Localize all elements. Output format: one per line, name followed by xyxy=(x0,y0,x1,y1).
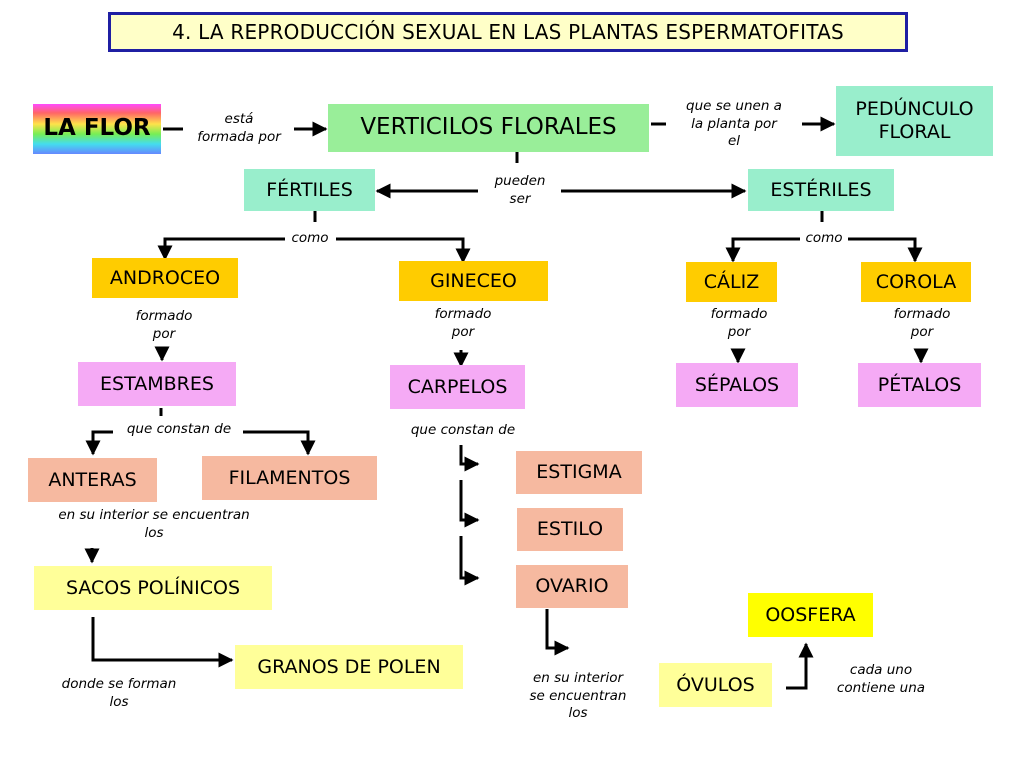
arrow-to-estilo xyxy=(459,480,480,528)
label-formado-por-androceo: formado por xyxy=(135,308,193,342)
node-esteriles: ESTÉRILES xyxy=(748,169,894,211)
arrow-to-filamentos xyxy=(243,430,316,456)
label-cada-uno: cada uno contiene una xyxy=(836,662,926,696)
node-gineceo: GINECEO xyxy=(399,261,548,301)
arrow-from-ovario xyxy=(545,609,570,656)
arrow-to-granos xyxy=(91,617,234,668)
node-oosfera: OOSFERA xyxy=(748,593,873,637)
node-sacos: SACOS POLÍNICOS xyxy=(34,566,272,610)
arrow-to-oosfera xyxy=(786,642,814,690)
node-sepalos: SÉPALOS xyxy=(676,363,798,407)
node-caliz: CÁLIZ xyxy=(686,262,777,302)
label-que-se-unen: que se unen a la planta por el xyxy=(686,98,782,150)
arrow-to-androceo xyxy=(157,237,285,261)
arrow-to-ovario xyxy=(459,536,480,586)
node-androceo: ANDROCEO xyxy=(92,258,238,298)
node-fertiles: FÉRTILES xyxy=(244,169,375,211)
node-estigma: ESTIGMA xyxy=(516,451,642,494)
label-donde-se-forman: donde se forman los xyxy=(61,676,177,710)
page-title: 4. LA REPRODUCCIÓN SEXUAL EN LAS PLANTAS… xyxy=(108,12,908,52)
node-la-flor: LA FLOR xyxy=(33,104,161,154)
label-que-constan-carpelos: que constan de xyxy=(410,422,516,438)
label-en-su-interior-ovario: en su interior se encuentran los xyxy=(529,670,627,722)
node-ovulos: ÓVULOS xyxy=(659,663,772,707)
node-carpelos: CARPELOS xyxy=(390,365,525,409)
arrow-to-caliz xyxy=(725,237,800,263)
node-estambres: ESTAMBRES xyxy=(78,362,236,406)
label-pueden-ser: pueden ser xyxy=(494,173,546,207)
node-petalos: PÉTALOS xyxy=(858,363,981,407)
arrow-to-estigma xyxy=(459,445,480,472)
label-esta-formada-por: está formada por xyxy=(197,111,281,145)
node-granos: GRANOS DE POLEN xyxy=(235,645,463,689)
label-como-fertiles: como xyxy=(291,230,329,246)
arrow-to-anteras xyxy=(85,430,113,456)
label-formado-por-corola: formado por xyxy=(893,306,951,340)
arrow-to-gineceo xyxy=(336,237,471,264)
node-pedunculo: PEDÚNCULO FLORAL xyxy=(836,86,993,156)
node-filamentos: FILAMENTOS xyxy=(202,456,377,500)
node-ovario: OVARIO xyxy=(516,565,628,608)
node-anteras: ANTERAS xyxy=(28,458,157,502)
arrow-to-corola xyxy=(848,237,923,263)
label-en-su-interior-anteras: en su interior se encuentran los xyxy=(58,507,250,541)
label-formado-por-gineceo: formado por xyxy=(434,306,492,340)
label-formado-por-caliz: formado por xyxy=(710,306,768,340)
label-que-constan-estambres: que constan de xyxy=(126,421,232,437)
node-corola: COROLA xyxy=(861,262,971,302)
node-estilo: ESTILO xyxy=(517,508,623,551)
node-verticilos: VERTICILOS FLORALES xyxy=(328,104,649,152)
label-como-esteriles: como xyxy=(805,230,843,246)
